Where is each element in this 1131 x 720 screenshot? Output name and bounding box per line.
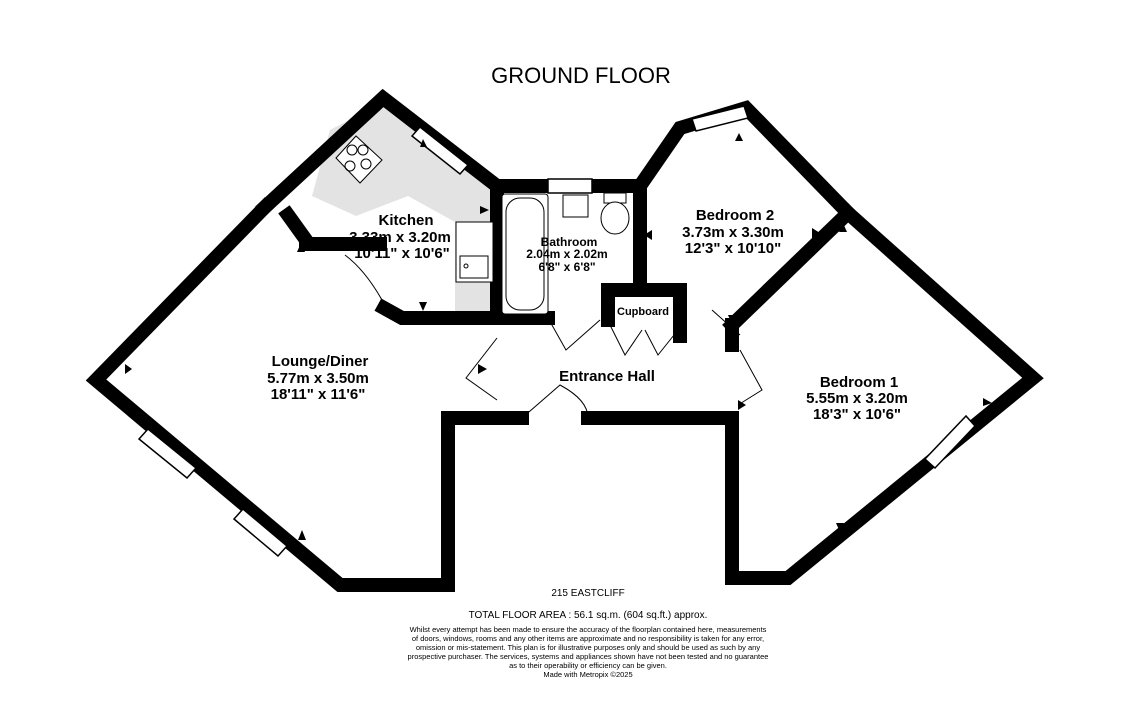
disclaimer-line: Whilst every attempt has been made to en… [410,625,767,634]
bedroom2-metric: 3.73m x 3.30m [682,224,784,241]
bedroom1-metric: 5.55m x 3.20m [806,390,908,407]
kitchen-name: Kitchen [378,212,433,229]
bathroom-metric: 2.04m x 2.02m [526,247,607,261]
disclaimer-line: of doors, windows, rooms and any other i… [412,634,764,643]
bedroom1-name: Bedroom 1 [820,374,898,391]
measurement-markers [125,133,992,540]
bathroom-name: Bathroom [541,235,598,249]
cupboard-name: Cupboard [617,306,669,318]
basin-icon [562,194,589,218]
lounge-name: Lounge/Diner [272,353,369,370]
hob-icon [335,135,383,184]
kitchen-metric: 3.33m x 3.20m [349,229,451,246]
total-floor-area: TOTAL FLOOR AREA : 56.1 sq.m. (604 sq.ft… [469,610,708,621]
lounge-imperial: 18'11" x 11'6" [271,386,366,403]
disclaimer-line: omission or mis-statement. This plan is … [416,643,760,652]
doors [344,254,763,419]
sink-icon [455,221,494,283]
bedroom1-imperial: 18'3" x 10'6" [813,406,901,423]
kitchen-imperial: 10'11" x 10'6" [354,245,450,262]
toilet-icon [600,192,630,235]
bedroom2-name: Bedroom 2 [696,207,774,224]
bedroom2-imperial: 12'3" x 10'10" [685,240,781,257]
lounge-metric: 5.77m x 3.50m [267,370,369,387]
walls [85,88,1044,592]
windows [137,105,977,558]
address: 215 EASTCLIFF [551,588,624,599]
bathroom-imperial: 6'8" x 6'8" [538,260,595,274]
floor-title: GROUND FLOOR [491,63,671,88]
disclaimer-line: prospective purchaser. The services, sys… [408,652,769,661]
credit: Made with Metropix ©2025 [543,670,632,679]
disclaimer-line: as to their operability or efficiency ca… [509,661,667,670]
bath-icon [501,193,549,315]
hall-name: Entrance Hall [559,368,655,385]
